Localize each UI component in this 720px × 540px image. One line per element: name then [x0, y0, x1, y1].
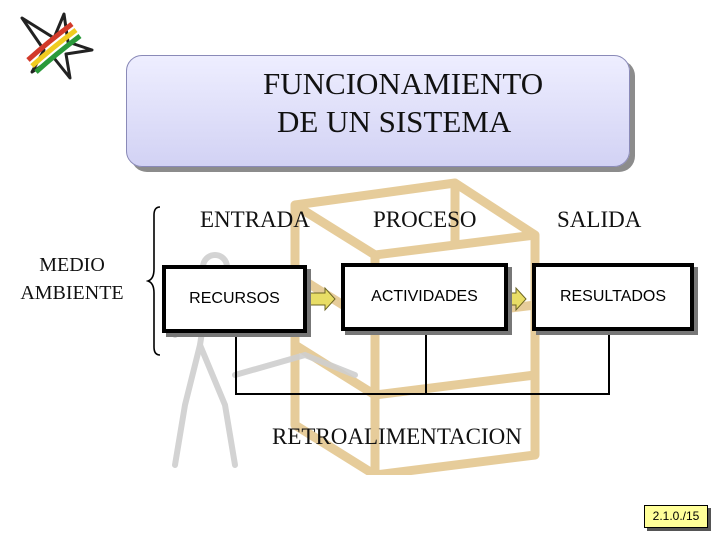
page-title-line-2: DE UN SISTEMA — [277, 104, 512, 139]
title-box: FUNCIONAMIENTO DE UN SISTEMA — [126, 55, 630, 167]
slide-number: 2.1.0./15 — [644, 505, 708, 528]
environment-label-line-1: MEDIO — [39, 254, 105, 276]
box-resultados: RESULTADOS — [532, 263, 694, 331]
page-title-line-1: FUNCIONAMIENTO — [263, 66, 544, 101]
column-heading-salida: SALIDA — [557, 207, 642, 232]
environment-label-line-2: AMBIENTE — [20, 282, 124, 304]
feedback-label: RETROALIMENTACION — [272, 424, 522, 449]
column-heading-proceso: PROCESO — [373, 207, 477, 232]
environment-label: MEDIO AMBIENTE — [2, 251, 142, 307]
curly-brace — [146, 206, 161, 356]
box-actividades: ACTIVIDADES — [341, 263, 508, 331]
column-heading-entrada: ENTRADA — [200, 207, 310, 232]
box-recursos: RECURSOS — [162, 265, 307, 333]
star-logo-icon — [20, 12, 94, 80]
